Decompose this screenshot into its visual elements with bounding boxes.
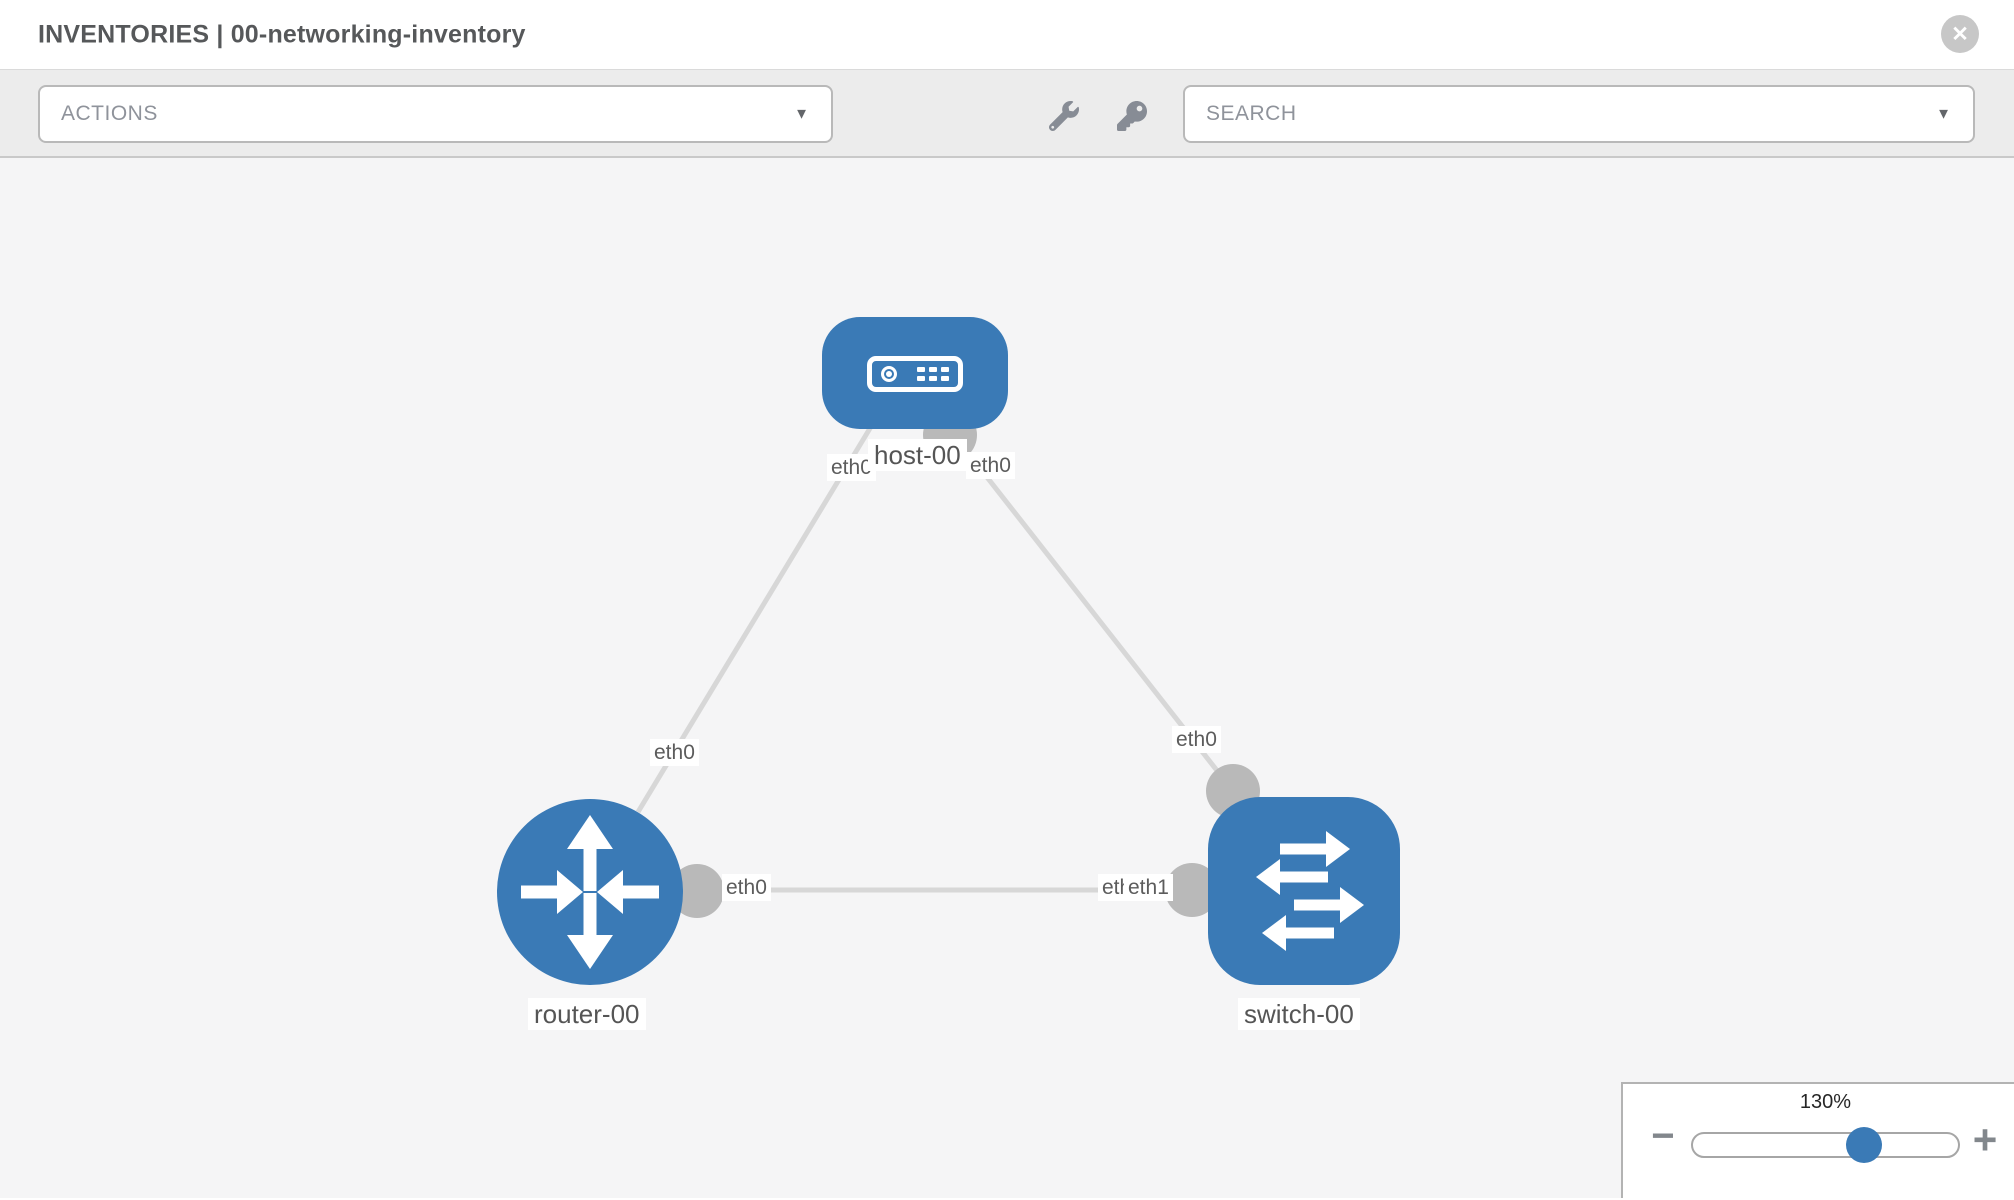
window-header: INVENTORIES | 00-networking-inventory ✕: [0, 0, 2014, 70]
node-label-router-00: router-00: [528, 998, 646, 1030]
port-switch-left: [1165, 863, 1219, 917]
page-title: INVENTORIES | 00-networking-inventory: [38, 20, 526, 48]
minus-icon: −: [1651, 1114, 1675, 1158]
interface-label: eth1: [1124, 874, 1173, 901]
topology-canvas[interactable]: eth0 host-00 eth0 eth0 eth0 eth0 eth0 et…: [0, 158, 2014, 1198]
node-label-host-00: host-00: [868, 439, 967, 471]
zoom-panel: 130% − +: [1621, 1082, 2014, 1198]
caret-down-icon: ▼: [1936, 105, 1951, 123]
credentials-button[interactable]: [1114, 98, 1150, 134]
node-label-switch-00: switch-00: [1238, 998, 1360, 1030]
caret-down-icon: ▼: [794, 105, 809, 123]
interface-label: eth0: [966, 452, 1015, 479]
interface-label: eth0: [1172, 726, 1221, 753]
close-button[interactable]: ✕: [1941, 15, 1979, 53]
node-router-00[interactable]: [497, 799, 683, 985]
zoom-slider-handle[interactable]: [1846, 1127, 1882, 1163]
interface-label: eth0: [827, 454, 876, 481]
switch-icon: [1256, 831, 1364, 951]
search-dropdown[interactable]: SEARCH ▼: [1183, 85, 1975, 143]
zoom-out-button[interactable]: −: [1643, 1114, 1683, 1159]
interface-label: eth0: [650, 739, 699, 766]
actions-dropdown-label: ACTIONS: [61, 102, 158, 125]
key-icon: [1117, 101, 1147, 131]
close-icon: ✕: [1951, 22, 1969, 46]
node-host-00[interactable]: [822, 317, 1008, 429]
wrench-icon: [1049, 101, 1079, 131]
actions-dropdown[interactable]: ACTIONS ▼: [38, 85, 833, 143]
configure-button[interactable]: [1046, 98, 1082, 134]
topology-edges-layer: [635, 408, 1260, 918]
port-router-right: [670, 864, 724, 918]
zoom-percent: 130%: [1799, 1091, 1852, 1113]
plus-icon: +: [1972, 1116, 1998, 1163]
toolbar: ACTIONS ▼ SEARCH ▼: [0, 70, 2014, 158]
host-icon: [867, 356, 963, 392]
zoom-slider-track[interactable]: [1691, 1132, 1960, 1158]
router-icon: [521, 815, 659, 969]
interface-label: eth0: [722, 874, 771, 901]
node-switch-00[interactable]: [1208, 797, 1400, 985]
zoom-in-button[interactable]: +: [1963, 1116, 2007, 1164]
search-dropdown-label: SEARCH: [1206, 102, 1297, 125]
